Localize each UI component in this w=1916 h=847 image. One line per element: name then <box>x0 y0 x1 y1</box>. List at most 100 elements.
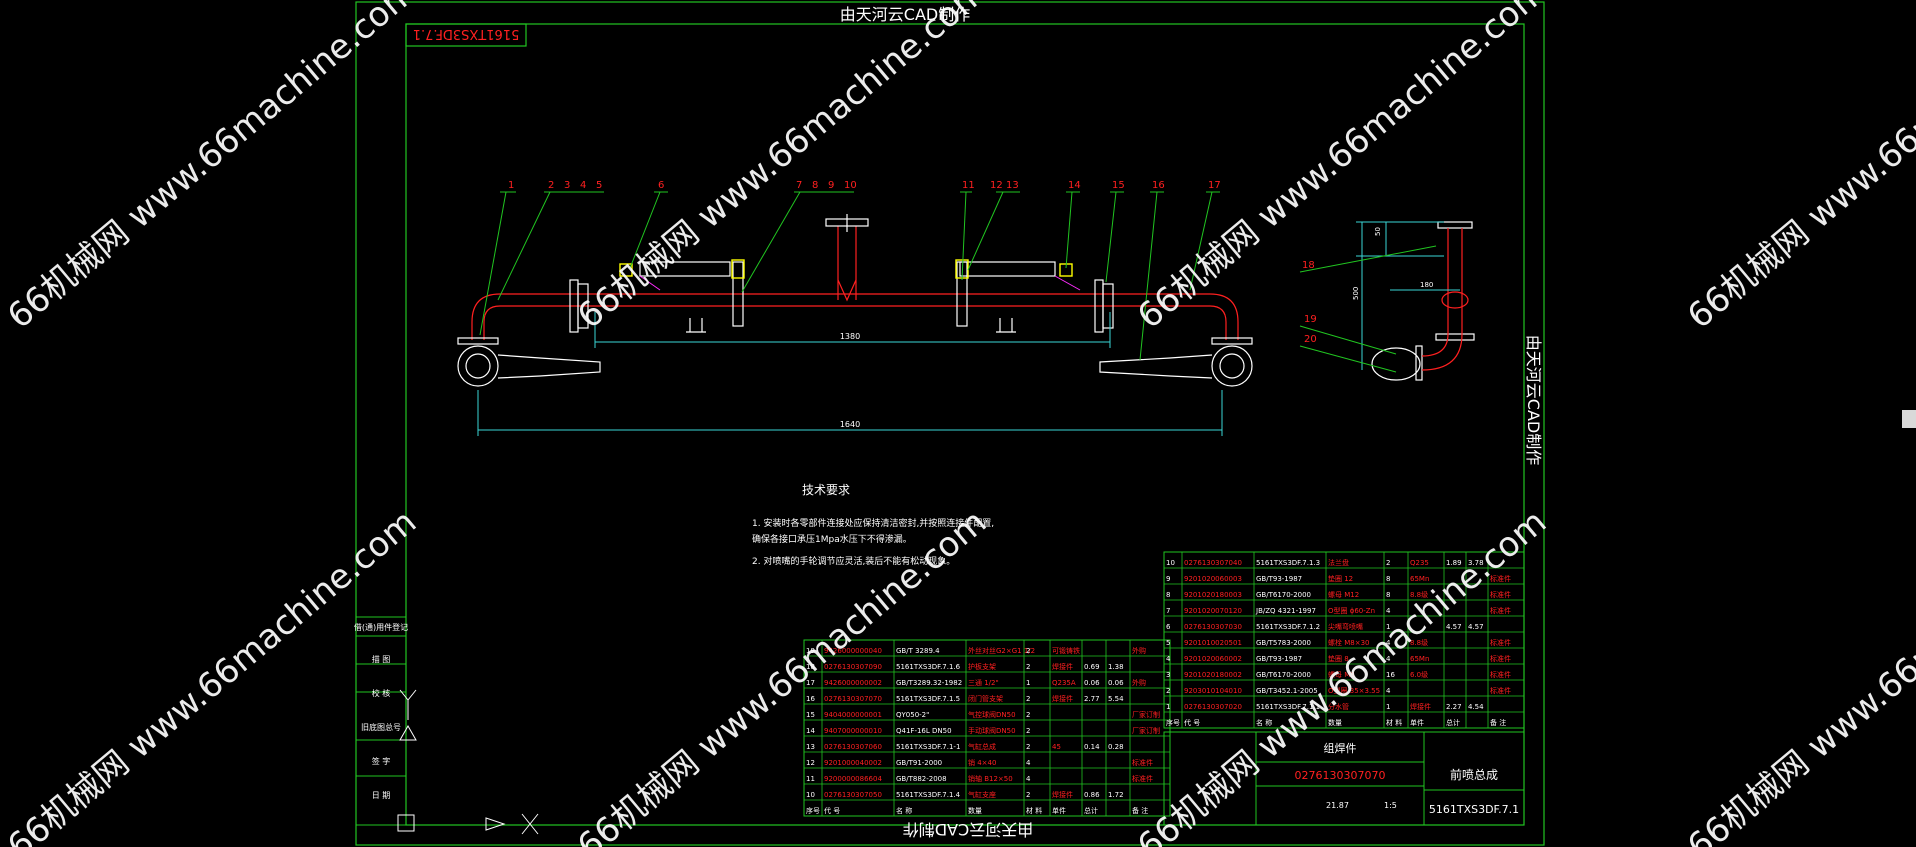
part-label-8: 8 <box>812 180 818 191</box>
bom-right-header-cell: 单件 <box>1410 718 1424 727</box>
bom-left-cell: 0276130307090 <box>824 663 882 671</box>
tech-req-1b: 确保各接口承压1Mpa水压下不得渗漏。 <box>752 533 912 545</box>
part-label-16: 16 <box>1152 180 1165 191</box>
watermark-5: 66机械网 www.66machine.com <box>0 502 424 847</box>
bom-left-cell: 9404000000001 <box>824 711 882 719</box>
bom-right-cell: 垫圈 12 <box>1328 574 1353 583</box>
part-label-7: 7 <box>796 180 802 191</box>
bom-left-header-cell: 序号 <box>806 806 820 815</box>
bom-right-cell: 法兰盘 <box>1328 558 1349 567</box>
bom-right-header-cell: 材 料 <box>1386 718 1402 727</box>
part-label-15: 15 <box>1112 180 1125 191</box>
technical-requirements: 技术要求 1. 安装时各零部件连接处应保持清洁密封,并按照连接件配置, 确保各接… <box>752 483 994 567</box>
bom-right-header-cell: 数量 <box>1328 718 1342 727</box>
bom-right-cell: 8 <box>1386 575 1390 583</box>
bom-right-cell: 0276130307020 <box>1184 703 1242 711</box>
bom-right-cell: 6.0级 <box>1410 670 1428 679</box>
bom-left-cell: 护板支架 <box>968 662 996 671</box>
bom-right-cell: 4.57 <box>1468 623 1484 631</box>
bom-right-cell: 4 <box>1386 655 1391 663</box>
tech-title: 技术要求 <box>802 483 850 497</box>
bom-left-cell: 焊接件 <box>1052 790 1073 799</box>
bom-left-cell: 12 <box>806 759 815 767</box>
bom-left-cell: 2 <box>1026 647 1030 655</box>
part-label-3: 3 <box>564 180 570 191</box>
bom-right-cell: 标准件 <box>1490 638 1511 647</box>
bom-left-cell: 焊接件 <box>1052 662 1073 671</box>
bom-right-cell: 分水管 <box>1328 702 1349 711</box>
bom-left-cell: 0276130307050 <box>824 791 882 799</box>
bom-right-cell: 4 <box>1166 655 1171 663</box>
watermark-8: 66机械网 www.66machine.com <box>1680 502 1916 847</box>
bom-left-cell: 厂家订制 <box>1132 710 1160 719</box>
bom-left-header-cell: 备 注 <box>1132 806 1148 815</box>
title-block: 组焊件 0276130307070 前喷总成 5161TXS3DF.7.1 21… <box>1163 731 1525 826</box>
dim-overall-label: 1640 <box>840 420 860 429</box>
bom-left-cell: 19 <box>806 647 815 655</box>
bom-right-cell: 10 <box>1166 559 1175 567</box>
bom-right-cell: 9201020070120 <box>1184 607 1242 615</box>
bom-left-cell: 13 <box>806 743 815 751</box>
bom-right-cell: 3.78 <box>1468 559 1484 567</box>
bom-left-cell: Q235A <box>1052 679 1076 687</box>
bom-left-cell: 0.14 <box>1084 743 1100 751</box>
drawing-number-box: 5161TXS3DF.7.1 <box>413 26 520 41</box>
bom-right-cell: 螺母 M12 <box>1328 590 1359 599</box>
bom-right-cell: Q235 <box>1410 559 1429 567</box>
bom-left-cell: 14 <box>806 727 815 735</box>
part-label-14: 14 <box>1068 180 1081 191</box>
bom-left-cell: 可锻铸铁 <box>1052 646 1080 655</box>
rev-label-6: 日 期 <box>372 791 391 800</box>
bom-left-cell: 2 <box>1026 711 1030 719</box>
bom-left-cell: 2 <box>1026 743 1030 751</box>
bom-right-cell: 8.8级 <box>1410 590 1428 599</box>
bom-left-cell: 9200000086604 <box>824 775 882 783</box>
bom-right-cell: 垫圈 8 <box>1328 654 1349 663</box>
bom-right-cell: O型圈 35×3.55 <box>1328 686 1380 695</box>
bom-left-cell: 闭门管支架 <box>968 694 1003 703</box>
bom-left-cell: 1.38 <box>1108 663 1124 671</box>
bom-right-header-cell: 名 称 <box>1256 718 1272 727</box>
bom-left-cell: 标准件 <box>1132 774 1153 783</box>
part-label-13: 13 <box>1006 180 1019 191</box>
bom-right-cell: 螺母 M8 <box>1328 670 1355 679</box>
part-label-2: 2 <box>548 180 554 191</box>
rev-label-5: 签 字 <box>372 756 391 766</box>
bom-right-cell: 9201020180003 <box>1184 591 1242 599</box>
part-label-10: 10 <box>844 180 857 191</box>
scrollbar-thumb[interactable] <box>1902 410 1916 428</box>
bom-right-cell: 标准件 <box>1490 670 1511 679</box>
bom-left-cell: 5161TXS3DF.7.1.4 <box>896 791 961 799</box>
bom-left-cell: 9201000040002 <box>824 759 882 767</box>
bom-left-cell: 5161TXS3DF.7.1.6 <box>896 663 961 671</box>
title-code: 0276130307070 <box>1295 769 1386 782</box>
bom-right-header-cell: 总计 <box>1446 718 1460 727</box>
bom-left-cell: 销 4×40 <box>968 758 996 767</box>
bom-right-cell: JB/ZQ 4321-1997 <box>1255 607 1316 615</box>
bom-right-cell: 9203010104010 <box>1184 687 1242 695</box>
bom-left-cell: 2 <box>1026 663 1030 671</box>
bom-left-cell: 18 <box>806 663 815 671</box>
bom-left-cell: GB/T882-2008 <box>896 775 947 783</box>
bom-right-cell: 8.8级 <box>1410 638 1428 647</box>
bom-right-cell: 标准件 <box>1490 654 1511 663</box>
bom-right-cell: 螺栓 M8×30 <box>1328 638 1370 647</box>
side-dim-1: 50 <box>1374 227 1382 236</box>
bom-left-cell: 手动球阀DN50 <box>968 726 1016 735</box>
watermark-2: 66机械网 www.66machine.com <box>570 0 994 337</box>
bom-left-cell: 标准件 <box>1132 758 1153 767</box>
bom-right-cell: 65Mn <box>1410 655 1429 663</box>
bottom-title: 由天河云CAD制作 <box>903 820 1033 839</box>
pipe-assembly-view: 1380 1640 1 2 3 <box>457 180 1317 436</box>
bom-right-cell: 9201020060002 <box>1184 655 1242 663</box>
part-label-5: 5 <box>596 180 602 191</box>
bom-right-cell: GB/T5783-2000 <box>1256 639 1311 647</box>
bom-left-header-cell: 材 料 <box>1026 806 1042 815</box>
bom-right-cell: GB/T6170-2000 <box>1256 671 1311 679</box>
bom-right-cell: 6 <box>1166 623 1171 631</box>
bom-left-cell: GB/T 3289.4 <box>896 647 940 655</box>
bom-left-cell: 外购 <box>1132 678 1146 687</box>
bom-right-cell: 1 <box>1166 703 1170 711</box>
